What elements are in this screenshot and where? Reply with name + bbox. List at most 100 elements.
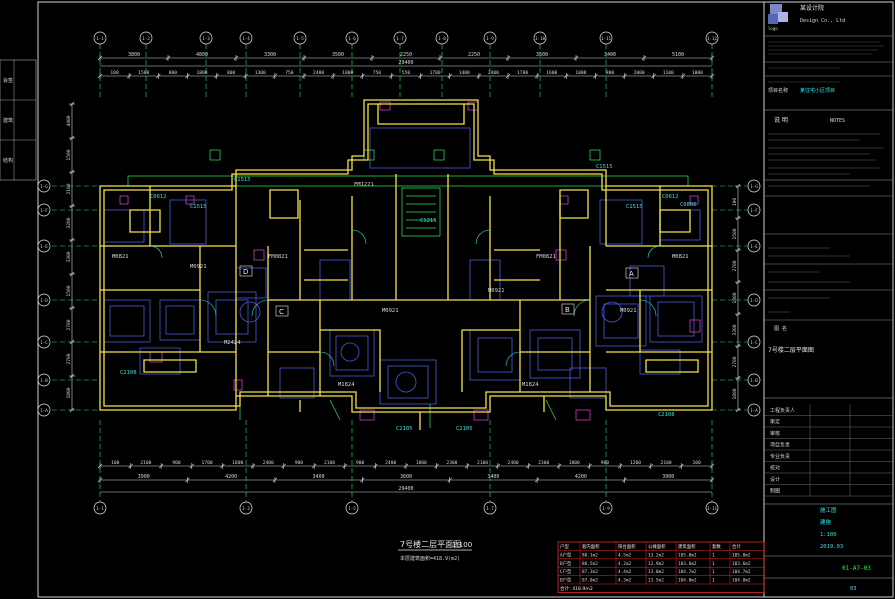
area-table-cell: 13.0m2 — [648, 569, 664, 575]
axis-bubble-right: 1-E — [747, 239, 761, 253]
drawing-name-label: 图 名 — [774, 325, 787, 332]
axis-label: 1-10 — [535, 36, 546, 41]
area-table-cell: D户型 — [560, 577, 572, 584]
axis-bubble-top: 1-11 — [599, 31, 613, 45]
signoff-row-label: 制图 — [770, 488, 780, 495]
dimension-text: 4800 — [196, 52, 208, 58]
dimension-text: 1200 — [630, 460, 641, 466]
area-table-cell: 4.5m2 — [618, 552, 632, 558]
axis-bubble-top: 1-7 — [393, 31, 407, 45]
door-label: FM0821 — [536, 254, 556, 260]
area-table-cell: 套数 — [712, 543, 721, 550]
area-table-cell: A户型 — [560, 551, 572, 558]
axis-bubble-top: 1-3 — [199, 31, 213, 45]
room-tag-c: C — [279, 308, 284, 316]
left-signoff-strip: 会签 建筑 结构 — [0, 59, 37, 181]
axis-bubble-top: 1-9 — [483, 31, 497, 45]
area-table-cell: 12.9m2 — [648, 561, 664, 567]
area-table-cell: 104.7m2 — [732, 569, 751, 575]
furniture-layer — [103, 127, 703, 405]
signoff-row-label: 专业负责 — [770, 453, 790, 460]
dimension-text: 3900 — [138, 474, 150, 480]
area-table-cell: 13.5m2 — [648, 578, 664, 584]
door-label: M0921 — [620, 308, 637, 314]
door-label: M0821 — [112, 254, 129, 260]
dimension-text: 1800 — [732, 292, 738, 303]
left-strip-label: 建筑 — [3, 117, 13, 124]
axis-bubble-left: 1-G — [37, 179, 51, 193]
axis-label: 1-6 — [348, 36, 356, 41]
area-table-cell: 87.3m2 — [582, 569, 598, 575]
axis-bubble-right: 1-G — [747, 179, 761, 193]
dimension-text: 1300 — [255, 70, 266, 76]
axis-bubble-top: 1-12 — [705, 31, 719, 45]
notes-text-lines — [768, 133, 884, 175]
dimension-text: 2400 — [488, 70, 499, 76]
area-table-cell: 阳台面积 — [618, 543, 636, 550]
window-label: C2108 — [658, 412, 675, 418]
dimension-text: 1800 — [732, 388, 738, 399]
axis-label: 1-B — [40, 378, 48, 383]
window-label: C0612 — [150, 194, 167, 200]
signoff-row-label: 工程负责人 — [770, 407, 795, 414]
company-name-en: Design Co., Ltd — [800, 18, 845, 24]
axis-label: 1-12 — [707, 36, 718, 41]
room-tag-d: D — [243, 268, 248, 276]
dimension-text: 2300 — [538, 460, 549, 466]
dimension-text: 1800 — [196, 70, 207, 76]
project-value: 某住宅小区项目 — [800, 87, 835, 94]
dimension-text: 1000 — [692, 70, 703, 76]
dimension-text: 100 — [693, 460, 702, 466]
area-table-cell: 1 — [712, 561, 715, 567]
area-table-cell: 88.1m2 — [582, 552, 598, 558]
drawing-title-block: 7号楼二层平面图 1:100 本层建筑面积=418.9(m2) — [398, 539, 472, 562]
area-table-cell: 13.2m2 — [648, 552, 664, 558]
dimension-text: 2100 — [140, 460, 151, 466]
axis-bubble-right: 1-A — [747, 403, 761, 417]
axis-label: 1-11 — [601, 36, 612, 41]
area-table-cell: 1 — [712, 552, 715, 558]
dimension-text: 3900 — [662, 474, 674, 480]
axis-bubble-top: 1-5 — [293, 31, 307, 45]
axis-bubble-left: 1-F — [37, 203, 51, 217]
axis-label: 1-E — [40, 244, 48, 249]
axis-label: 1-5 — [348, 506, 356, 511]
axis-bubble-right: 1-F — [747, 203, 761, 217]
dimension-text: 800 — [169, 70, 178, 76]
dimension-text: 800 — [227, 70, 236, 76]
dimension-text: 4200 — [225, 474, 237, 480]
dimension-text: 2100 — [66, 183, 72, 194]
axis-label: 1-C — [40, 340, 48, 345]
area-table-cell: 87.0m2 — [582, 578, 598, 584]
dimension-text: 4400 — [66, 115, 72, 126]
project-info-lines — [764, 185, 893, 321]
dimension-text: 900 — [172, 460, 181, 466]
wall-layer — [99, 99, 713, 430]
dimension-text: 1700 — [202, 460, 213, 466]
window-label: C2105 — [396, 426, 413, 432]
dimension-text: 1500 — [66, 285, 72, 296]
axis-label: 1-3 — [242, 506, 250, 511]
axis-label: 1-7 — [486, 506, 494, 511]
axis-bubble-top: 1-1 — [93, 31, 107, 45]
room-tag-a: A — [629, 270, 634, 278]
drawing-title: 7号楼二层平面图 — [400, 539, 461, 549]
area-table-cell: 4.2m2 — [618, 561, 632, 567]
dimension-text: 3600 — [400, 474, 412, 480]
hatch-layer — [119, 101, 701, 421]
signoff-row-label: 审核 — [770, 430, 780, 437]
dimension-total: 29400 — [398, 60, 413, 66]
title-block: logo 某设计院 Design Co., Ltd 项目名称 某住宅小区项目 说… — [764, 4, 893, 592]
window-label: C1215 — [420, 218, 437, 224]
window-label: C0806 — [680, 202, 697, 208]
window-label: C2105 — [456, 426, 473, 432]
version-value: 03 — [850, 586, 857, 592]
area-table-cell: 公摊面积 — [648, 543, 666, 550]
axis-label: 1-3 — [202, 36, 210, 41]
dimension-text: 2700 — [66, 353, 72, 364]
door-swings — [149, 229, 661, 367]
dimension-text: 2700 — [732, 356, 738, 367]
dimension-text: 550 — [402, 70, 411, 76]
